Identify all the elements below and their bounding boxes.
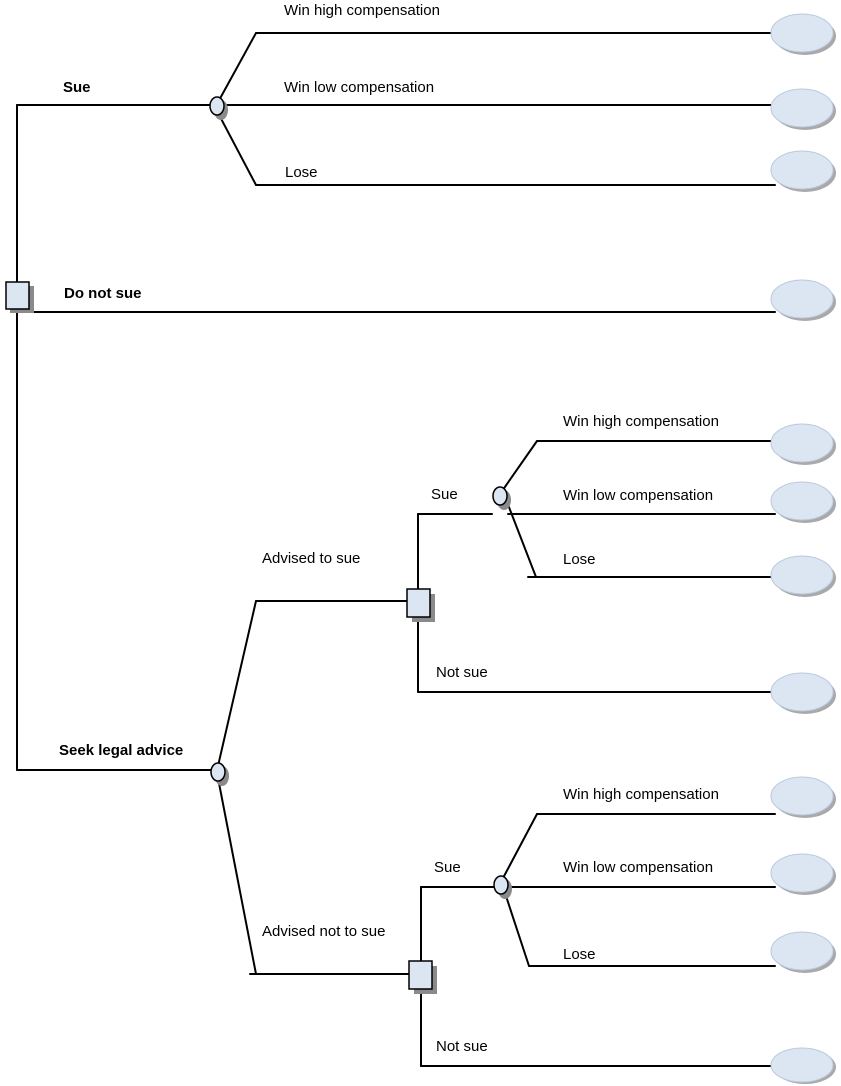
ats-win-high-diag <box>499 440 538 495</box>
end-node-ats-win-low <box>770 481 836 523</box>
decision-node-root <box>5 281 34 313</box>
end-node-ants-win-low <box>770 853 836 895</box>
end-node-ats-not-sue <box>770 672 836 714</box>
end-node-do-not-sue <box>770 279 836 321</box>
label-ats-not-sue: Not sue <box>436 664 488 681</box>
label-advised-to-sue: Advised to sue <box>262 550 360 567</box>
end-node-ants-win-high <box>770 776 836 818</box>
ants-lose-diag <box>504 892 530 967</box>
chance-node-sue <box>209 96 228 120</box>
chance-node-ats-sue <box>492 486 511 510</box>
label-ats-win-high: Win high compensation <box>563 413 719 430</box>
label-ants-sue: Sue <box>434 859 461 876</box>
label-sue-lose: Lose <box>285 164 318 181</box>
ats-lose-diag <box>506 501 537 578</box>
label-ants-win-low: Win low compensation <box>563 859 713 876</box>
end-node-sue-lose <box>770 150 836 192</box>
chance-node-ants-sue <box>493 875 512 899</box>
end-node-ants-not-sue <box>770 1047 836 1084</box>
label-seek-legal-advice: Seek legal advice <box>59 742 183 759</box>
decision-node-advised-not-to-sue <box>408 960 437 994</box>
label-do-not-sue: Do not sue <box>64 285 142 302</box>
label-advised-not-to-sue: Advised not to sue <box>262 923 385 940</box>
end-node-ats-win-high <box>770 423 836 465</box>
end-node-sue-win-high <box>770 13 836 55</box>
end-node-ats-lose <box>770 555 836 597</box>
chance-node-seek-advice <box>210 762 229 786</box>
end-node-ants-lose <box>770 931 836 973</box>
label-sue-win-high: Win high compensation <box>284 2 440 19</box>
label-sue: Sue <box>63 79 91 96</box>
label-sue-win-low: Win low compensation <box>284 79 434 96</box>
label-ats-lose: Lose <box>563 551 596 568</box>
label-ants-not-sue: Not sue <box>436 1038 488 1055</box>
advised-to-sue-diag <box>217 600 257 767</box>
ants-win-high-diag <box>501 813 538 881</box>
label-ants-lose: Lose <box>563 946 596 963</box>
tree-connectors <box>16 32 776 1067</box>
advised-not-to-sue-diag <box>217 777 257 975</box>
end-nodes <box>770 13 836 1084</box>
label-ats-win-low: Win low compensation <box>563 487 713 504</box>
label-ats-sue: Sue <box>431 486 458 503</box>
end-node-sue-win-low <box>770 88 836 130</box>
sue-win-high-line <box>216 32 257 105</box>
sue-lose-line <box>216 110 257 186</box>
tree-labels: Sue Do not sue Seek legal advice Win hig… <box>59 2 719 1055</box>
label-ants-win-high: Win high compensation <box>563 786 719 803</box>
decision-node-advised-to-sue <box>406 588 435 622</box>
